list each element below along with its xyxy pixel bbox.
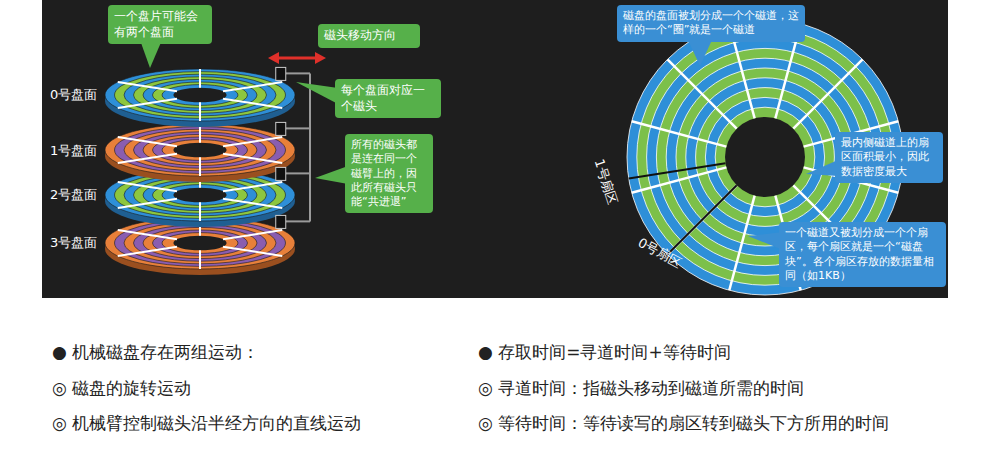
callout-text: 每个盘面对应一个磁头 [341,83,435,114]
sector-line [223,99,282,108]
sector-line [632,121,727,146]
callout-box: 磁头移动方向 [318,24,420,48]
callout-pointer [748,232,783,250]
arm-link [286,172,310,174]
callout-box: 每个盘面对应一个磁头 [335,79,441,118]
sector-line [199,69,201,88]
callout-text: 一个磁道又被划分成一个个扇区，每个扇区就是一个“磁盘块”。各个扇区存放的数据量相… [785,226,940,283]
platter-label: 1号盘面 [50,142,97,160]
sector-line [223,154,282,163]
callout-pointers [140,40,838,250]
track-ring [105,124,295,176]
callout-box: 磁盘的盘面被划分成一个个磁道，这样的一个“圈”就是一个磁道 [617,5,805,42]
note-line: ● 机械磁盘存在两组运动： [52,341,259,364]
spindle-hole [173,188,226,203]
sector-line [118,182,177,191]
callout-pointer [688,40,712,66]
sector-line [667,59,736,128]
callout-box: 一个盘片可能会有两个盘面 [108,5,212,44]
spindle-hole [173,143,226,158]
arm-bar [309,73,311,221]
callout-box: 最内侧磁道上的扇区面积最小，因此数据密度最大 [835,132,943,183]
arm-link [286,220,310,222]
sector-line [199,102,201,121]
sector-label: 1号扇区 [590,157,622,208]
sector-line [118,199,177,208]
sector-mark [629,163,726,178]
sector-line [223,230,282,239]
sector-label: 0号扇区 [635,234,685,272]
sector-line [223,137,282,146]
callout-pointer [315,166,348,184]
callout-text: 磁盘的盘面被划分成一个个磁道，这样的一个“圈”就是一个磁道 [623,9,799,38]
callout-pointer [296,82,338,104]
read-head [276,167,286,180]
sector-line [118,137,177,146]
sector-line [667,185,736,254]
callout-text: 所有的磁头都是连在同一个磁臂上的，因此所有磁头只能“共进退” [351,138,427,209]
callout-text: 磁头移动方向 [324,28,414,44]
sector-line [118,230,177,239]
sector-line [118,99,177,108]
read-head [276,215,286,228]
sector-line [223,199,282,208]
note-line: ◎ 磁盘的旋转运动 [52,377,191,400]
move-arrow [268,52,326,64]
note-line: ◎ 机械臂控制磁头沿半经方向的直线运动 [52,412,361,435]
platter-label: 2号盘面 [50,186,97,204]
spindle-hole [173,236,226,251]
spindle-hole [725,117,805,197]
sector-line [223,82,282,91]
sector-line [223,182,282,191]
callout-pointer [806,160,838,176]
sector-mark [667,185,736,254]
note-line: ● 存取时间=寻道时间+等待时间 [478,341,731,364]
callout-pointer [140,40,162,68]
callout-box: 所有的磁头都是连在同一个磁臂上的，因此所有磁头只能“共进退” [345,134,433,213]
callout-text: 最内侧磁道上的扇区面积最小，因此数据密度最大 [841,136,937,179]
spindle-hole [173,88,226,103]
read-head [276,122,286,135]
arm-link [286,72,310,74]
dark-panel [42,0,948,298]
head-arm [276,67,310,228]
read-head [276,67,286,80]
sector-line [118,247,177,256]
platter-stack [105,69,295,275]
sector-line [199,157,201,176]
arm-link [286,127,310,129]
arrow-shaft [276,57,318,60]
sector-line [199,202,201,221]
platter-label: 3号盘面 [50,234,97,252]
sector-line [793,59,862,128]
sector-line [199,250,201,269]
arrow-head [315,52,326,64]
note-line: ◎ 等待时间：等待读写的扇区转到磁头下方所用的时间 [478,412,889,435]
sector-line [223,247,282,256]
sector-line [118,154,177,163]
track-ring [105,69,295,121]
callout-box: 一个磁道又被划分成一个个扇区，每个扇区就是一个“磁盘块”。各个扇区存放的数据量相… [779,222,946,287]
platter-label: 0号盘面 [50,86,97,104]
callout-text: 一个盘片可能会有两个盘面 [114,9,206,40]
arrow-head [268,52,279,64]
sector-line [729,196,754,291]
sector-line [118,82,177,91]
note-line: ◎ 寻道时间：指磁头移动到磁道所需的时间 [478,377,804,400]
